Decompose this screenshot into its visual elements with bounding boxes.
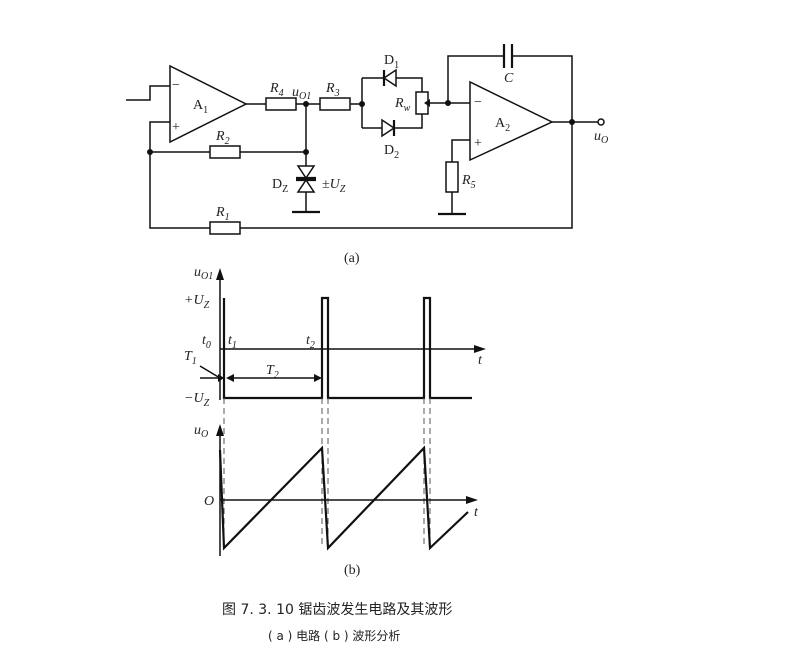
t2-label: t2 — [306, 333, 315, 351]
diode-d2 — [381, 118, 396, 138]
t1-label: t1 — [228, 333, 237, 351]
waveform-sublabel: (b) — [344, 563, 361, 578]
uo1-axis-arrow — [216, 268, 224, 280]
resistor-r5 — [445, 161, 459, 193]
resistor-r2 — [209, 145, 241, 159]
opamp-a2 — [469, 80, 554, 162]
uz-label: ±UZ — [322, 177, 346, 195]
a1-inverting-ground-wire — [126, 85, 170, 101]
a2-label: A2 — [495, 116, 510, 134]
a2-noninverting-wire — [451, 139, 470, 162]
t-axis-bottom-label: t — [474, 505, 479, 520]
r4-label: R4 — [269, 81, 284, 99]
figure-caption-subtitle: ( a ) 电路 ( b ) 波形分析 — [268, 628, 400, 643]
circuit-sublabel: (a) — [344, 251, 360, 266]
zener-dz-lower — [296, 178, 316, 193]
a1-noninverting-wire — [149, 121, 170, 152]
origin-label: O — [204, 494, 214, 509]
output-terminal — [597, 118, 605, 126]
a2-plus-sign: + — [474, 136, 482, 151]
circuit-diagram: − + A1 R4 uO1 R3 D1 D2 — [126, 44, 608, 266]
a1-minus-sign: − — [172, 78, 180, 93]
uo1-axis-label: uO1 — [194, 265, 213, 282]
diode-top-wire-right — [396, 77, 423, 92]
minus-uz-label: −UZ — [184, 391, 210, 409]
uo1-node-label: uO1 — [292, 85, 311, 102]
a1-plus-sign: + — [172, 120, 180, 135]
cap-feedback-left — [447, 55, 504, 103]
r2-label: R2 — [215, 129, 230, 147]
T1-label: T1 — [184, 349, 197, 367]
diode-d1 — [382, 68, 397, 88]
uo-axis-label: uO — [194, 423, 208, 440]
uo1-pulse-waveform — [222, 296, 472, 400]
t-axis-bottom-arrow — [466, 496, 478, 504]
zener-dz-upper — [296, 165, 316, 180]
dz-label: DZ — [272, 177, 288, 195]
T1-pointer-upper — [199, 365, 221, 379]
wire-r1-right — [240, 122, 573, 229]
r3-label: R3 — [325, 81, 340, 99]
uo-output-label: uO — [594, 129, 608, 146]
a2-minus-sign: − — [474, 95, 482, 110]
t0-label: t0 — [202, 333, 211, 351]
d1-label: D1 — [384, 53, 399, 71]
r5-label: R5 — [461, 173, 476, 191]
T2-arrow-left — [226, 374, 234, 382]
resistor-r1 — [209, 221, 241, 235]
figure-caption-title: 图 7. 3. 10 锯齿波发生电路及其波形 — [222, 602, 452, 618]
uo-sawtooth-waveform — [218, 445, 469, 551]
diode-bottom-wire-right — [394, 114, 423, 129]
uo-axis-arrow — [216, 424, 224, 436]
t-axis-top-arrow — [474, 345, 486, 353]
rw-wiper-arrow — [424, 99, 430, 107]
a1-label: A1 — [193, 98, 208, 116]
waveform-diagram: uO1 t +UZ −UZ t0 t1 t2 T1 T2 uO — [184, 265, 486, 578]
capacitor-label: C — [504, 71, 514, 86]
T2-label: T2 — [266, 363, 279, 381]
t-axis-top-label: t — [478, 353, 483, 368]
cap-feedback-right — [512, 55, 573, 122]
r1-label: R1 — [215, 205, 230, 223]
plus-uz-label: +UZ — [184, 293, 210, 311]
opamp-a1 — [169, 64, 248, 144]
rw-label: Rw — [394, 96, 411, 114]
T1-arrow — [218, 374, 224, 382]
d2-label: D2 — [384, 143, 399, 161]
T2-arrow-right — [314, 374, 322, 382]
wire-r1-left — [149, 152, 210, 229]
resistor-r3 — [319, 97, 351, 111]
